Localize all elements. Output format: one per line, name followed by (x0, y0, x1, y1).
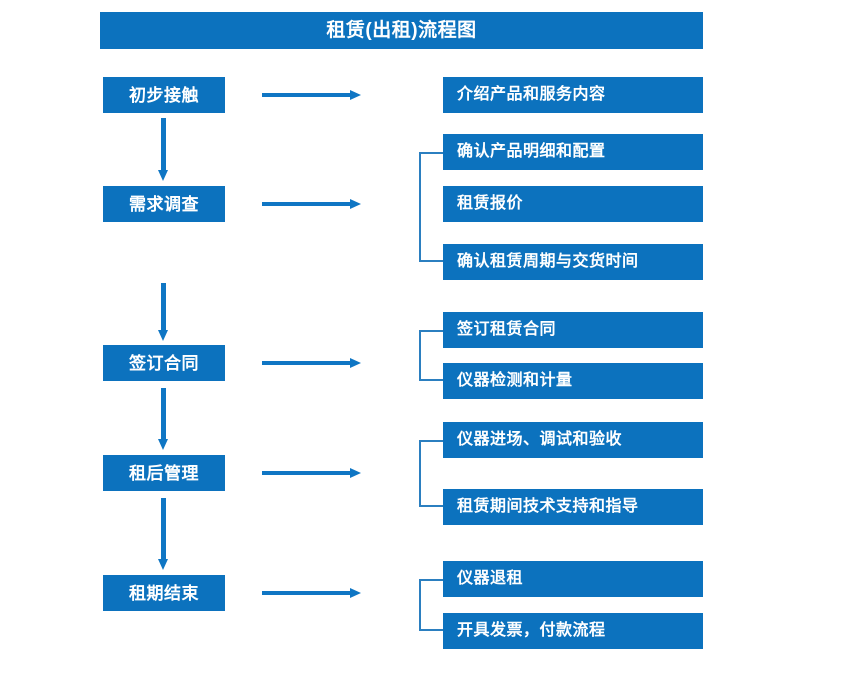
arrow-shaft (161, 388, 166, 439)
arrow-head-right-icon (350, 358, 361, 368)
group-bracket-2 (419, 152, 443, 262)
arrow-shaft (262, 471, 350, 475)
arrow-head-down-icon (158, 170, 168, 181)
arrow-head-down-icon (158, 559, 168, 570)
stage-box-1[interactable]: 初步接触 (103, 77, 225, 113)
arrow-shaft (262, 93, 350, 97)
arrow-shaft (161, 498, 166, 559)
arrow-head-right-icon (350, 468, 361, 478)
detail-box-9[interactable]: 仪器退租 (443, 561, 703, 597)
detail-box-1[interactable]: 介绍产品和服务内容 (443, 77, 703, 113)
group-bracket-3 (419, 330, 443, 381)
arrow-head-right-icon (350, 199, 361, 209)
detail-box-5[interactable]: 签订租赁合同 (443, 312, 703, 348)
arrow-shaft (262, 361, 350, 365)
arrow-shaft (262, 202, 350, 206)
flow-arrow-down-1 (158, 118, 169, 181)
detail-box-6[interactable]: 仪器检测和计量 (443, 363, 703, 399)
arrow-head-right-icon (350, 90, 361, 100)
stage-to-detail-arrow-1 (262, 90, 361, 101)
stage-to-detail-arrow-5 (262, 588, 361, 599)
arrow-head-down-icon (158, 439, 168, 450)
stage-to-detail-arrow-4 (262, 468, 361, 479)
chart-title: 租赁(出租)流程图 (100, 12, 703, 49)
detail-box-3[interactable]: 租赁报价 (443, 186, 703, 222)
stage-box-2[interactable]: 需求调查 (103, 186, 225, 222)
arrow-shaft (161, 283, 166, 330)
stage-to-detail-arrow-2 (262, 199, 361, 210)
stage-box-5[interactable]: 租期结束 (103, 575, 225, 611)
flow-arrow-down-4 (158, 498, 169, 570)
detail-box-10[interactable]: 开具发票，付款流程 (443, 613, 703, 649)
arrow-shaft (262, 591, 350, 595)
arrow-shaft (161, 118, 166, 170)
group-bracket-5 (419, 579, 443, 631)
arrow-head-right-icon (350, 588, 361, 598)
arrow-head-down-icon (158, 330, 168, 341)
detail-box-4[interactable]: 确认租赁周期与交货时间 (443, 244, 703, 280)
stage-box-4[interactable]: 租后管理 (103, 455, 225, 491)
detail-box-8[interactable]: 租赁期间技术支持和指导 (443, 489, 703, 525)
detail-box-7[interactable]: 仪器进场、调试和验收 (443, 422, 703, 458)
flow-arrow-down-2 (158, 283, 169, 341)
stage-to-detail-arrow-3 (262, 358, 361, 369)
group-bracket-4 (419, 440, 443, 507)
detail-box-2[interactable]: 确认产品明细和配置 (443, 134, 703, 170)
flow-arrow-down-3 (158, 388, 169, 450)
stage-box-3[interactable]: 签订合同 (103, 345, 225, 381)
